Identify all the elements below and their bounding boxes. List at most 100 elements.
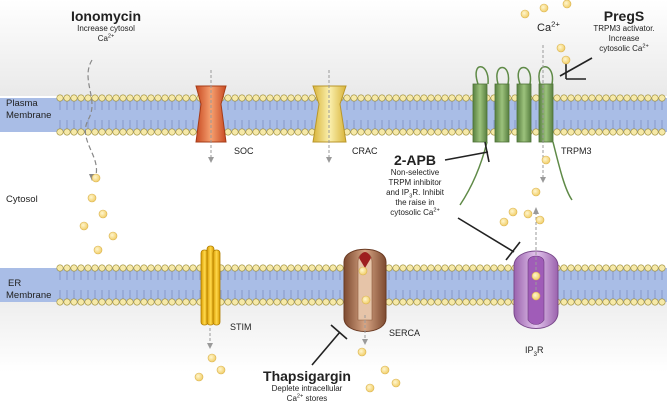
pregs-ca-text: cytosolic Ca <box>599 44 643 53</box>
lipid-head <box>336 264 344 272</box>
lipid-head <box>245 264 253 272</box>
lipid-head <box>126 128 134 136</box>
lipid-head <box>112 298 120 306</box>
lipid-head <box>553 94 561 102</box>
ip3r-label-sub: 3 <box>533 350 538 358</box>
lipid-head <box>371 128 379 136</box>
calcium-ion <box>358 266 368 276</box>
lipid-head <box>322 298 330 306</box>
lipid-head <box>91 94 99 102</box>
ionomycin-ca-charge: 2+ <box>107 33 115 40</box>
lipid-head <box>574 298 582 306</box>
pregs-annotation: PregS TRPM3 activator. Increase cytosoli… <box>586 8 662 54</box>
lipid-head <box>70 298 78 306</box>
lipid-head <box>427 298 435 306</box>
lipid-head <box>280 298 288 306</box>
ip3r-channel <box>513 207 559 329</box>
lipid-head <box>70 128 78 136</box>
pregs-desc-line-3: cytosolic Ca2+ <box>586 44 662 54</box>
lipid-head <box>581 298 589 306</box>
thapsigargin-ca-text: Ca <box>286 394 297 403</box>
lipid-head <box>504 264 512 272</box>
lipid-head <box>637 128 645 136</box>
lipid-head <box>609 94 617 102</box>
er-membrane-label-line-2: Membrane <box>6 290 52 301</box>
thapsigargin-serca-inhibition <box>311 324 348 366</box>
lipid-head <box>420 298 428 306</box>
lipid-head <box>476 264 484 272</box>
lipid-head <box>595 264 603 272</box>
lipid-head <box>63 128 71 136</box>
calcium-ion <box>562 0 572 9</box>
lipid-head <box>455 264 463 272</box>
apb-trpm3-inhibition <box>444 141 490 163</box>
calcium-ion <box>365 383 375 393</box>
trpm3-label: TRPM3 <box>561 146 592 156</box>
lipid-head <box>483 264 491 272</box>
lipid-head <box>399 128 407 136</box>
lipid-head <box>189 94 197 102</box>
lipid-head <box>567 128 575 136</box>
lipid-head <box>126 298 134 306</box>
ionomycin-annotation: Ionomycin Increase cytosol Ca2+ <box>66 8 146 44</box>
lipid-head <box>406 128 414 136</box>
lipid-head <box>651 298 659 306</box>
lipid-head <box>161 298 169 306</box>
lipid-head <box>602 298 610 306</box>
ionomycin-path <box>84 59 98 176</box>
lipid-head <box>364 94 372 102</box>
cytosol-background <box>0 130 667 250</box>
lipid-head <box>630 298 638 306</box>
calcium-ion <box>91 173 101 183</box>
lipid-head <box>504 298 512 306</box>
calcium-ion <box>361 295 371 305</box>
lipid-head <box>224 128 232 136</box>
plasma-membrane-label: Plasma Membrane <box>6 98 51 122</box>
lipid-head <box>140 94 148 102</box>
apb-desc-line-3-pre: and IP <box>386 188 410 197</box>
lipid-head <box>182 264 190 272</box>
lipid-head <box>154 298 162 306</box>
lipid-head <box>140 264 148 272</box>
lipid-head <box>98 298 106 306</box>
lipid-head <box>308 298 316 306</box>
apb-desc-line-2: TRPM inhibitor <box>388 178 442 187</box>
lipid-head <box>637 264 645 272</box>
lipid-head <box>182 298 190 306</box>
stim-label: STIM <box>230 322 252 332</box>
lipid-head <box>595 128 603 136</box>
apb-ca-text: cytosolic Ca <box>390 208 434 217</box>
lipid-head <box>224 298 232 306</box>
lipid-head <box>483 298 491 306</box>
lipid-head <box>609 298 617 306</box>
lipid-head <box>413 298 421 306</box>
ip3r-label-main: IP <box>525 345 534 355</box>
lipid-head <box>105 94 113 102</box>
lipid-head <box>308 264 316 272</box>
lipid-head <box>280 264 288 272</box>
lipid-head <box>392 298 400 306</box>
apb-annotation: 2-APB Non-selective TRPM inhibitor and I… <box>374 152 456 218</box>
calcium-ion <box>380 365 390 375</box>
lipid-head <box>301 298 309 306</box>
lipid-head <box>574 94 582 102</box>
extracellular-ca-text: Ca <box>537 22 552 34</box>
lipid-head <box>364 128 372 136</box>
lipid-head <box>441 94 449 102</box>
ip3r-label: IP3R <box>525 345 544 358</box>
lipid-head <box>91 298 99 306</box>
lipid-head <box>427 128 435 136</box>
lipid-head <box>84 264 92 272</box>
lipid-head <box>560 94 568 102</box>
lipid-head <box>147 128 155 136</box>
lipid-head <box>609 128 617 136</box>
lipid-head <box>623 298 631 306</box>
lipid-head <box>259 264 267 272</box>
lipid-head <box>567 264 575 272</box>
calcium-ion <box>508 207 518 217</box>
lipid-head <box>189 298 197 306</box>
serca-label: SERCA <box>389 328 421 338</box>
lipid-head <box>490 298 498 306</box>
lipid-head <box>175 94 183 102</box>
